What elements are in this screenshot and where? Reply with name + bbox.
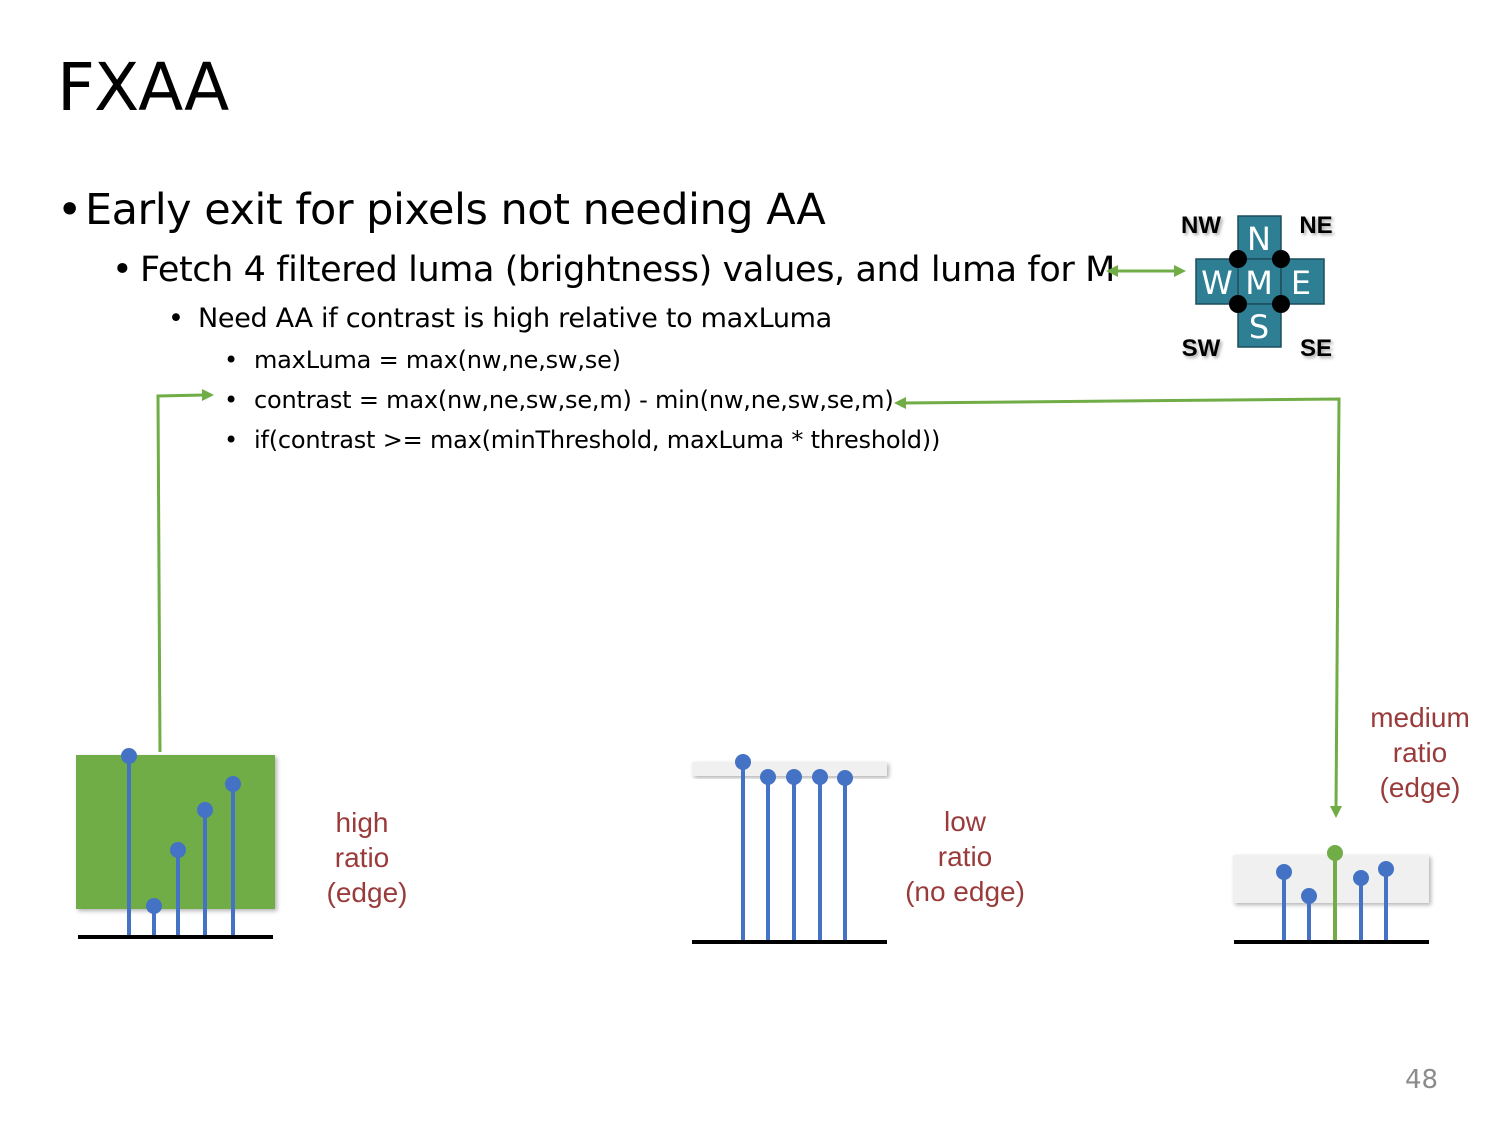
bullet-text: Early exit for pixels not needing AA [85, 185, 826, 235]
luma-points [735, 754, 853, 786]
sample-point [1378, 861, 1394, 877]
sample-point [786, 769, 802, 785]
sample-point-nw [1229, 250, 1247, 268]
bullet-dot: • [168, 303, 184, 334]
sample-point [170, 842, 186, 858]
caption-line: (edge) [1379, 772, 1461, 803]
caption-high-ratio: high ratio (edge) [312, 805, 412, 910]
corner-label-se: SE [1300, 335, 1332, 362]
slide-title: FXAA [57, 49, 229, 126]
arrowhead-contrast-left [894, 397, 906, 409]
bullet-dot: • [224, 346, 238, 374]
luma-points [121, 748, 241, 914]
page-number: 48 [1405, 1065, 1439, 1095]
arrows [156, 269, 1341, 809]
cell-e [1280, 258, 1325, 305]
bullet-text: Fetch 4 filtered luma (brightness) value… [140, 250, 1115, 290]
corner-label-sw: SW [1182, 335, 1221, 362]
bullet-dot: • [57, 185, 82, 235]
cell-w [1195, 258, 1240, 305]
caption-medium-ratio: medium ratio (edge) [1360, 700, 1480, 805]
example-high-ratio [76, 748, 275, 939]
example-low-ratio [692, 754, 887, 944]
sample-point [1353, 870, 1369, 886]
arrowhead-to-contrast [202, 389, 214, 401]
bullet-level4-contrast: • contrast = max(nw,ne,sw,se,m) - min(nw,… [224, 385, 894, 415]
caption-line: high [335, 807, 389, 838]
bullet-level2: •Fetch 4 filtered luma (brightness) valu… [112, 248, 1115, 292]
caption-line: ratio [1392, 737, 1448, 768]
sample-point [760, 769, 776, 785]
arrow-contrast-to-medium [902, 397, 1341, 809]
bullet-level1: •Early exit for pixels not needing AA [57, 184, 826, 236]
sample-point-sw [1229, 295, 1247, 313]
bullet-level3: • Need AA if contrast is high relative to… [168, 302, 832, 336]
sample-point [812, 769, 828, 785]
sample-point-ne [1272, 250, 1290, 268]
arrowhead-right [1174, 265, 1186, 277]
pixel-neighborhood-diagram: N W M E S NW NE SW SE [1181, 212, 1333, 362]
arrow-heads [202, 265, 1342, 818]
sample-point [735, 754, 751, 770]
sample-point [197, 802, 213, 818]
bullet-dot: • [112, 250, 133, 290]
caption-line: medium [1370, 702, 1470, 733]
arrowhead-to-medium [1330, 806, 1342, 818]
highlight-band [76, 755, 275, 909]
bullet-text: Need AA if contrast is high relative to … [198, 303, 832, 334]
sample-point [225, 776, 241, 792]
cell-label-w: W [1201, 264, 1233, 302]
caption-line: ratio [937, 841, 993, 872]
caption-low-ratio: low ratio (no edge) [895, 804, 1035, 909]
example-medium-ratio [1233, 845, 1429, 944]
cell-label-s: S [1249, 308, 1269, 346]
sample-point-center [1327, 845, 1343, 861]
sample-point [1301, 888, 1317, 904]
arrow-high-to-contrast [156, 393, 205, 753]
caption-line: low [943, 806, 986, 837]
bullet-level4-maxluma: • maxLuma = max(nw,ne,sw,se) [224, 345, 621, 375]
luma-stems [741, 762, 847, 942]
corner-label-nw: NW [1181, 212, 1221, 239]
sample-point [146, 898, 162, 914]
caption-line: (no edge) [905, 876, 1025, 907]
sample-point [1276, 864, 1292, 880]
corner-label-ne: NE [1299, 212, 1332, 239]
sample-point [837, 770, 853, 786]
caption-line: (edge) [326, 877, 408, 908]
bullet-dot: • [224, 426, 238, 454]
cell-label-e: E [1291, 264, 1311, 302]
bullet-dot: • [224, 386, 238, 414]
sample-point [121, 748, 137, 764]
caption-line: ratio [334, 842, 390, 873]
bullet-text: maxLuma = max(nw,ne,sw,se) [254, 346, 621, 374]
bullet-level4-condition: • if(contrast >= max(minThreshold, maxLum… [224, 425, 940, 455]
arrowhead-left [1106, 265, 1118, 277]
cell-label-m: M [1245, 264, 1273, 302]
cell-s [1237, 303, 1282, 348]
sample-point-se [1272, 295, 1290, 313]
cell-label-n: N [1247, 220, 1271, 258]
bullet-text: if(contrast >= max(minThreshold, maxLuma… [254, 426, 941, 454]
contrast-band [1233, 855, 1429, 903]
bullet-text: contrast = max(nw,ne,sw,se,m) - min(nw,n… [254, 386, 894, 414]
